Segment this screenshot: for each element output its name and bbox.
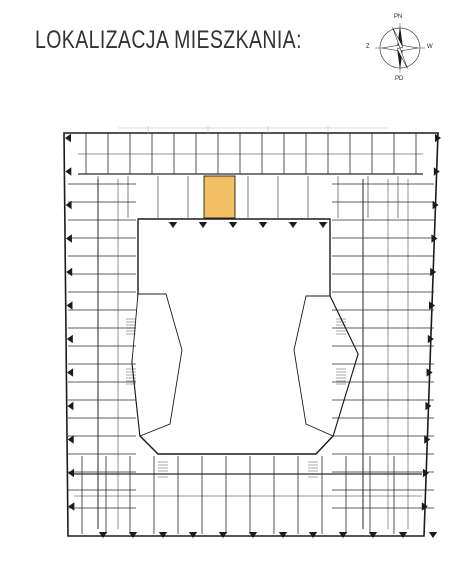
entrance-arrow <box>258 222 268 228</box>
entrance-arrow <box>188 532 198 538</box>
entrance-arrow <box>432 200 439 210</box>
entrance-arrow <box>423 468 429 478</box>
entrance-arrow <box>431 234 438 243</box>
entrance-arrow <box>435 133 441 143</box>
compass-south-label: PD <box>395 76 404 82</box>
compass-rose: PN PD Z W <box>362 14 438 84</box>
compass-icon <box>375 23 425 73</box>
entrance-arrow <box>398 532 408 538</box>
apartment-highlight <box>203 175 236 219</box>
entrance-arrow <box>426 368 433 377</box>
entrance-arrow <box>368 532 378 538</box>
entrance-arrow <box>98 532 108 538</box>
west-bay <box>131 293 183 437</box>
compass-north-label: PN <box>394 14 403 20</box>
entrance-arrow <box>429 301 435 310</box>
entrance-arrow <box>308 532 318 538</box>
entrance-arrow <box>318 222 328 228</box>
entrance-arrow <box>427 334 434 344</box>
entrance-arrow <box>168 222 178 228</box>
floor-plan <box>63 126 441 538</box>
entrance-arrow <box>421 502 428 511</box>
entrance-arrow <box>68 468 74 478</box>
entrance-arrow <box>158 532 168 538</box>
entrance-arrow <box>65 234 72 243</box>
entrance-arrow <box>338 532 348 538</box>
entrance-arrow <box>430 267 437 277</box>
top-facade-detail <box>118 126 388 133</box>
entrance-arrow <box>278 532 288 538</box>
entrance-arrow <box>198 222 208 228</box>
entrance-arrow <box>424 435 431 444</box>
entrance-arrow <box>67 435 74 444</box>
compass-west-label: Z <box>366 44 370 50</box>
entrance-arrow <box>288 222 298 228</box>
entrance-arrow <box>66 301 73 310</box>
entrance-arrow <box>65 167 72 176</box>
entrance-arrow <box>66 267 73 277</box>
entrance-arrow <box>66 334 73 344</box>
entrance-arrow <box>218 532 228 538</box>
entrance-arrow <box>128 532 138 538</box>
entrance-arrow <box>433 167 440 176</box>
entrance-arrow <box>67 368 74 377</box>
compass-east-label: W <box>427 44 433 50</box>
entrance-arrow <box>68 502 75 511</box>
entrance-arrow <box>65 133 71 143</box>
page-title: LOKALIZACJA MIESZKANIA: <box>35 26 302 54</box>
entrance-arrow <box>65 200 72 210</box>
entrance-arrow <box>248 532 258 538</box>
entrance-arrow <box>228 222 238 228</box>
entrance-arrow <box>428 532 438 538</box>
entrance-arrow <box>67 401 74 411</box>
entrance-arrow <box>425 401 432 411</box>
